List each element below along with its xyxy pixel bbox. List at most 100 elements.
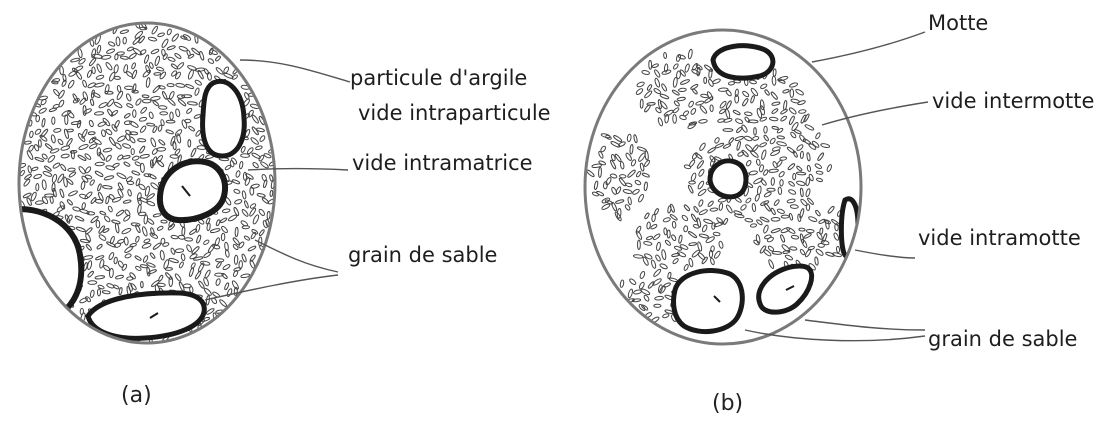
clay-particle	[89, 179, 95, 186]
clay-particle	[683, 204, 690, 211]
clay-particle	[190, 148, 197, 157]
clay-particle	[777, 208, 785, 214]
clay-particle	[785, 254, 794, 261]
clay-particle	[618, 141, 626, 147]
clay-particle	[174, 53, 182, 60]
clay-particle	[815, 210, 821, 217]
clay-particle	[797, 214, 801, 222]
clay-particle	[116, 91, 124, 101]
clay-particle	[814, 257, 818, 266]
clay-particle	[88, 132, 95, 135]
clay-particle	[146, 123, 154, 127]
sand-grain-top	[713, 46, 773, 78]
clay-particle	[803, 233, 811, 239]
clay-particle	[691, 68, 700, 75]
clay-particle	[106, 98, 114, 107]
clay-particle	[799, 134, 807, 143]
clay-particle	[816, 171, 823, 175]
clay-particle	[171, 235, 178, 239]
clay-particle	[804, 124, 814, 131]
clay-particle	[787, 163, 795, 171]
clay-particle	[653, 268, 662, 277]
clay-particle	[194, 87, 200, 95]
clay-particle	[150, 96, 160, 101]
clay-particle	[242, 226, 250, 229]
clay-particle	[690, 172, 696, 181]
clay-particle	[799, 228, 805, 231]
clay-particle	[643, 241, 652, 246]
clay-particle	[742, 98, 749, 107]
clay-particle	[664, 114, 669, 123]
label-intraclod-void: vide intramotte	[918, 226, 1081, 250]
clay-particle	[123, 37, 127, 44]
clay-particle	[24, 141, 31, 145]
clay-particle	[633, 289, 642, 294]
clay-particle	[258, 208, 265, 216]
clay-particle	[635, 230, 642, 240]
clay-particle	[36, 115, 40, 122]
clay-particle	[35, 200, 44, 204]
clay-particle	[691, 152, 698, 160]
clay-particle	[790, 89, 794, 98]
clay-particle	[108, 252, 115, 260]
clay-particle	[601, 203, 610, 210]
clay-particle	[759, 164, 764, 172]
clay-particle	[204, 68, 210, 75]
clay-particle	[185, 119, 191, 123]
clay-particle	[195, 224, 200, 233]
clay-particle	[673, 107, 680, 114]
clay-particle	[153, 242, 162, 250]
clay-particle	[772, 76, 776, 85]
sand-grain-upper-right	[203, 81, 245, 156]
clay-particle	[725, 109, 731, 119]
clay-particle	[162, 53, 168, 60]
clay-particle	[683, 264, 689, 271]
clay-particle	[688, 185, 694, 194]
clay-particle	[777, 128, 784, 134]
clay-particle	[805, 248, 812, 257]
clay-particle	[127, 189, 132, 196]
clay-particle	[733, 109, 741, 115]
clay-particle	[806, 153, 810, 162]
clay-particle	[85, 233, 92, 242]
clay-particle	[806, 229, 814, 233]
clay-particle	[250, 137, 259, 146]
clay-particle	[723, 118, 732, 123]
clay-particle	[644, 253, 653, 260]
clay-particle	[719, 203, 723, 211]
label-intramatrix-void: vide intramatrice	[352, 151, 533, 175]
clay-particle	[655, 296, 664, 300]
clay-particle	[132, 155, 140, 161]
clay-particle	[688, 258, 693, 267]
clay-particle	[152, 100, 159, 106]
clay-particle	[221, 233, 225, 241]
clay-particle	[188, 125, 195, 131]
clay-particle	[175, 249, 184, 253]
clay-particle	[68, 70, 77, 77]
clay-particle	[713, 232, 720, 236]
clay-particle	[167, 45, 176, 50]
clay-particle	[772, 126, 779, 130]
clay-particle	[105, 154, 112, 162]
clay-particle	[188, 140, 191, 147]
clay-particle	[605, 177, 612, 186]
clay-particle	[644, 104, 651, 112]
clay-particle	[772, 101, 781, 105]
clay-particle	[656, 242, 661, 251]
clay-particle	[647, 84, 653, 91]
clay-particle	[620, 161, 625, 169]
clay-particle	[796, 172, 806, 175]
clay-particle	[644, 182, 648, 191]
clay-particle	[735, 118, 743, 125]
clay-particle	[83, 108, 92, 114]
clay-particle	[90, 290, 95, 298]
clay-particle	[182, 95, 192, 98]
clay-particle	[776, 159, 783, 167]
clay-particle	[27, 166, 31, 174]
clay-particle	[147, 218, 155, 225]
clay-particle	[260, 161, 269, 169]
clay-particle	[170, 112, 174, 120]
clay-particle	[131, 149, 134, 155]
clay-particle	[242, 191, 247, 200]
clay-particle	[634, 180, 641, 186]
